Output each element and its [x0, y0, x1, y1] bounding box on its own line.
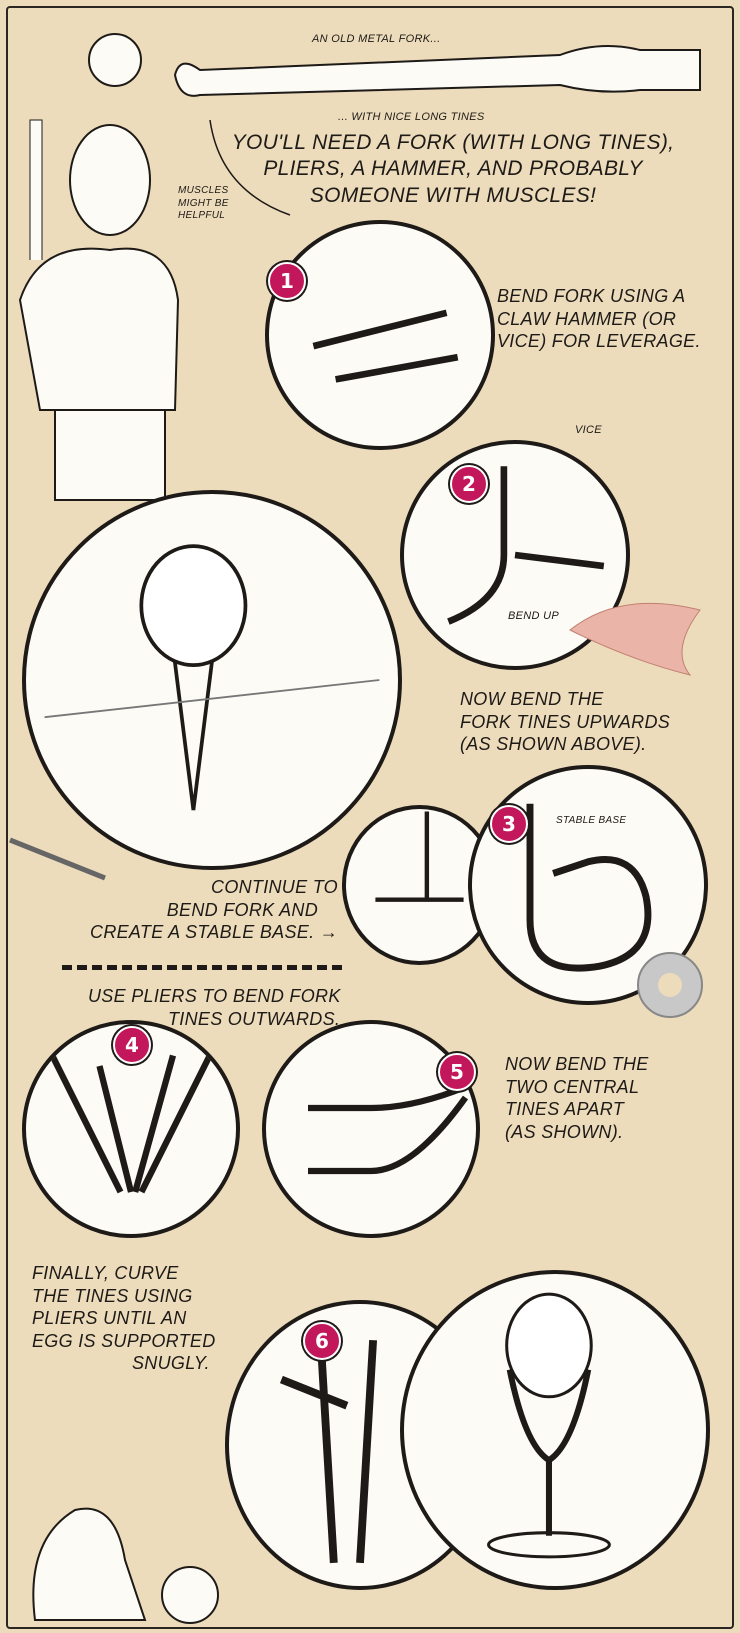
text-line: CLAW HAMMER (OR	[497, 308, 677, 329]
nail-icon	[9, 837, 106, 881]
text-line: TINES OUTWARDS.	[168, 1008, 341, 1029]
divider	[62, 965, 342, 970]
fork-icon	[173, 45, 701, 97]
palm-tree-icon	[29, 119, 43, 260]
tines-caption: ... WITH NICE LONG TINES	[338, 111, 485, 123]
page-border	[6, 6, 734, 1629]
sun-icon	[88, 33, 142, 87]
strongman-illustration	[18, 124, 180, 501]
fork-caption: AN OLD METAL FORK...	[312, 33, 441, 45]
bend-up-label: BEND UP	[508, 610, 559, 622]
step-3-badge: 3	[490, 805, 528, 843]
intro-line: PLIERS, A HAMMER, AND PROBABLY	[263, 157, 643, 181]
text-line: BEND FORK USING A	[497, 286, 686, 306]
text-line: VICE) FOR LEVERAGE.	[497, 331, 701, 351]
text-line: USE PLIERS TO BEND FORK	[88, 986, 341, 1006]
intro-line: YOU'LL NEED A FORK (WITH LONG TINES),	[231, 131, 675, 154]
header-illustration	[29, 33, 701, 260]
text-line: TINES APART	[505, 1099, 624, 1119]
step-3-text: CONTINUE TO BEND FORK AND CREATE A STABL…	[58, 876, 338, 944]
text-line: CREATE A STABLE BASE. →	[90, 922, 338, 942]
text-line: (AS SHOWN ABOVE).	[460, 734, 647, 754]
step-1-panel	[265, 220, 495, 450]
step-2-text: NOW BEND THE FORK TINES UPWARDS (AS SHOW…	[460, 688, 670, 756]
step-1-text: BEND FORK USING A CLAW HAMMER (OR VICE) …	[497, 285, 701, 353]
vice-label: VICE	[575, 424, 602, 436]
text-line: CONTINUE TO	[211, 877, 338, 897]
washer-icon	[637, 952, 703, 1018]
text-line: EGG IS SUPPORTED	[32, 1330, 216, 1351]
intro-line: SOMEONE WITH MUSCLES!	[309, 183, 597, 207]
pencil-shaving-icon	[569, 602, 701, 676]
text-line: NOW BEND THE	[460, 689, 604, 709]
rooster-and-chick-illustration	[32, 1507, 219, 1624]
text-line: SNUGLY.	[132, 1353, 210, 1373]
intro-text: YOU'LL NEED A FORK (WITH LONG TINES), PL…	[228, 130, 678, 209]
step-6-text: FINALLY, CURVE THE TINES USING PLIERS UN…	[32, 1262, 216, 1375]
egg-cup-result-panel	[22, 490, 402, 870]
step-6-badge: 6	[303, 1322, 341, 1360]
text-line: BEND FORK AND	[166, 899, 318, 920]
step-5-text: NOW BEND THE TWO CENTRAL TINES APART (AS…	[505, 1053, 649, 1143]
muscles-note: MUSCLES MIGHT BE HELPFUL	[178, 185, 229, 223]
final-egg-holder-panel	[400, 1270, 710, 1590]
step-4-badge: 4	[113, 1026, 151, 1064]
note-line: MUSCLES	[178, 185, 229, 196]
text-line: THE TINES USING	[32, 1285, 193, 1306]
step-2-badge: 2	[450, 465, 488, 503]
step-5-panel	[262, 1020, 480, 1238]
step-1-badge: 1	[268, 262, 306, 300]
text-line: (AS SHOWN).	[505, 1121, 624, 1142]
note-line: MIGHT BE	[178, 197, 229, 209]
note-line: HELPFUL	[178, 210, 226, 221]
text-line: FORK TINES UPWARDS	[460, 711, 671, 732]
text-line: FINALLY, CURVE	[32, 1263, 179, 1283]
pointer-line	[209, 119, 291, 216]
step-5-badge: 5	[438, 1053, 476, 1091]
text-line: TWO CENTRAL	[505, 1076, 640, 1097]
stable-base-label: STABLE BASE	[556, 815, 627, 826]
text-line: NOW BEND THE	[505, 1054, 649, 1074]
text-line: PLIERS UNTIL AN	[32, 1308, 187, 1328]
step-4-text: USE PLIERS TO BEND FORK TINES OUTWARDS.	[88, 985, 341, 1030]
